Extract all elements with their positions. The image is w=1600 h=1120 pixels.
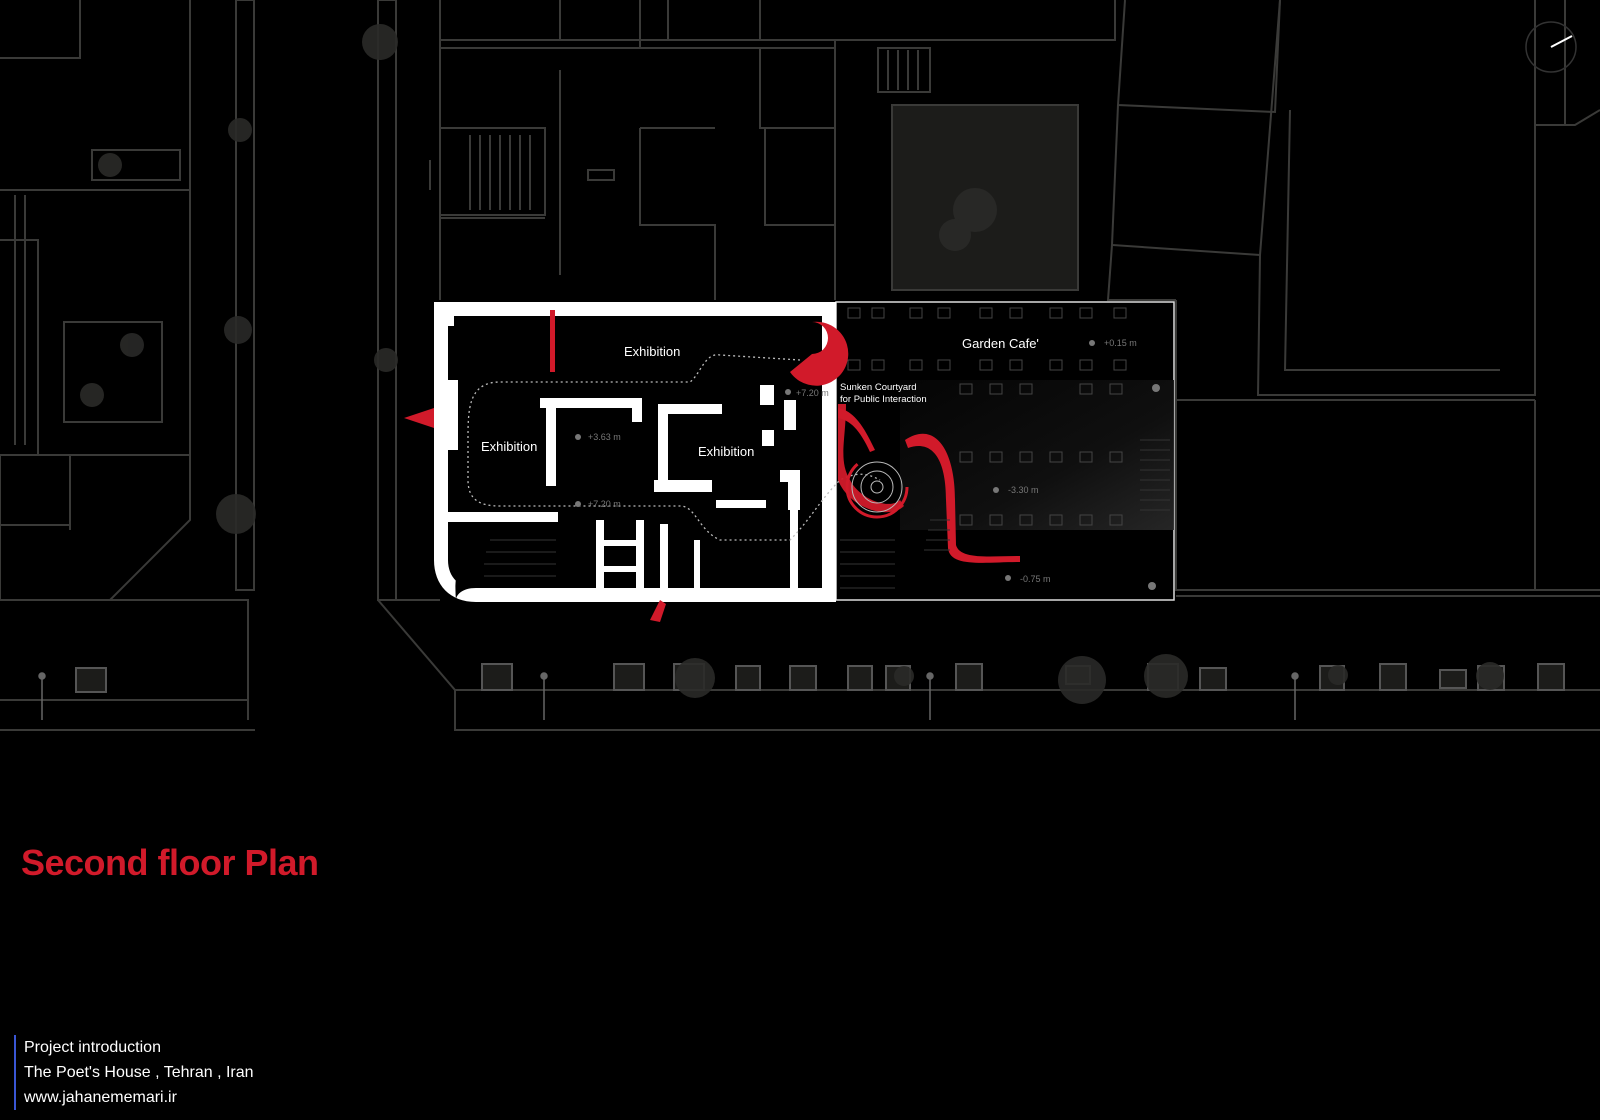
level-label: +3.63 m [588, 432, 621, 442]
tree-icon [80, 24, 1504, 704]
project-footer: Project introduction The Poet's House , … [14, 1035, 254, 1110]
room-label-exhibition-right: Exhibition [698, 444, 755, 459]
courtyard-line1: Sunken Courtyard [840, 382, 917, 393]
cafe-seating [847, 307, 1127, 526]
level-label: +0.15 m [1104, 338, 1137, 348]
street-planters [75, 663, 1565, 693]
footer-line-project: Project introduction [24, 1039, 161, 1056]
room-label-garden-cafe: Garden Cafe' [962, 336, 1039, 351]
street-lamps [38, 672, 1299, 720]
neighbor-context-lines [0, 0, 1600, 731]
spiral-stair-icon [790, 321, 849, 386]
level-label: -0.75 m [1020, 574, 1051, 584]
spiral-stair-icon [845, 455, 909, 519]
level-label: +7.20 m [796, 388, 829, 398]
site-plan-drawing [0, 0, 1600, 731]
compass-icon [1525, 21, 1577, 73]
circulation-path [467, 354, 881, 541]
footer-line-location: The Poet's House , Tehran , Iran [24, 1064, 254, 1081]
plan-title: Second floor Plan [21, 842, 319, 883]
level-label: +7.20 m [588, 499, 621, 509]
room-label-courtyard: Sunken Courtyard for Public Interaction [840, 382, 927, 406]
footer-website-link[interactable]: www.jahanememari.ir [24, 1089, 177, 1106]
level-label: -3.30 m [1008, 485, 1039, 495]
red-features [404, 310, 1020, 622]
room-label-exhibition-left: Exhibition [481, 439, 538, 454]
project-building [404, 301, 1175, 622]
level-marker-icon [575, 340, 1160, 590]
courtyard-line2: for Public Interaction [840, 394, 927, 405]
room-label-exhibition-top: Exhibition [624, 344, 681, 359]
